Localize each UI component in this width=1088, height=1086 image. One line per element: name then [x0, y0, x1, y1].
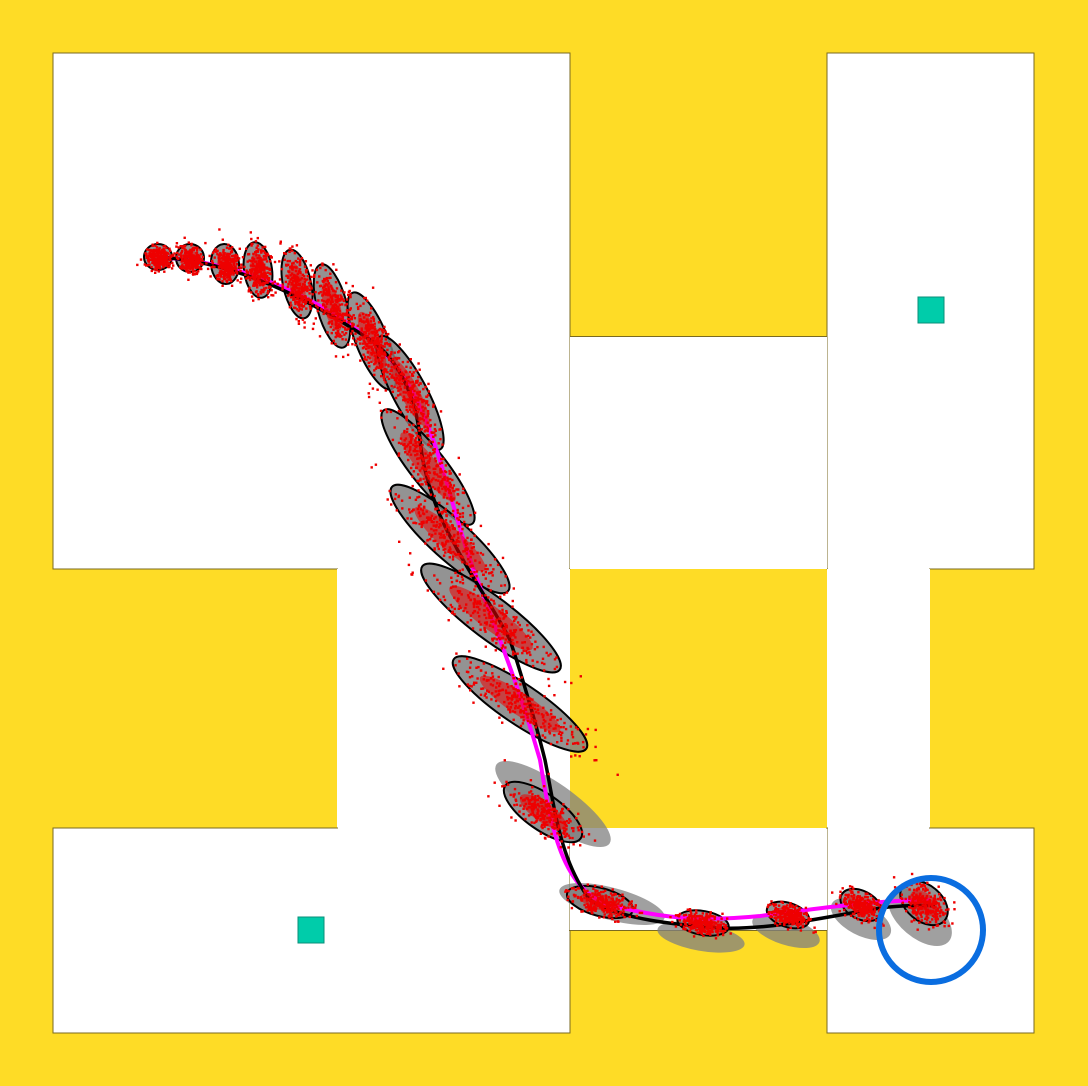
particle-cloud — [442, 645, 619, 776]
predicted-covariance-ellipse — [752, 913, 820, 949]
particle-cloud — [831, 885, 885, 930]
particle-cloud — [240, 231, 279, 302]
goal-ring — [876, 875, 986, 985]
particle-cloud — [398, 540, 582, 688]
particle-cloud — [206, 228, 248, 287]
particle-clouds — [136, 228, 956, 940]
executed-path — [157, 255, 936, 930]
particle-cloud — [273, 240, 317, 331]
landmark-marker — [297, 916, 325, 944]
particle-cloud — [172, 236, 208, 281]
particle-cloud — [669, 908, 732, 940]
particle-cloud — [370, 463, 515, 603]
particle-cloud — [136, 241, 178, 274]
particle-cloud — [336, 284, 398, 399]
particle-cloud — [487, 759, 597, 849]
particle-cloud — [367, 390, 505, 571]
particle-cloud — [892, 872, 956, 931]
landmark-marker — [917, 296, 945, 324]
particle-cloud — [564, 883, 644, 923]
particle-cloud — [362, 320, 460, 461]
particle-cloud — [766, 900, 817, 934]
